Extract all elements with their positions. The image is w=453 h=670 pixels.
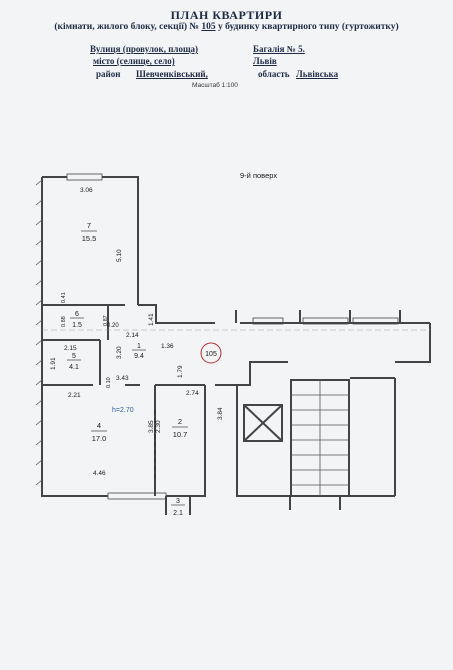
- room-2-number: 2: [178, 417, 182, 426]
- district-label: район: [96, 69, 121, 79]
- region-label: область: [258, 69, 290, 79]
- dimensions: 3.06 5.10 0.41 0.88 0.87 0.20 1.41 2.14 …: [50, 187, 224, 477]
- apartment-number-field: 105: [201, 22, 216, 32]
- room-7-number: 7: [87, 221, 91, 230]
- apartment-number-label: 105: [205, 351, 217, 358]
- dim-3-06: 3.06: [80, 187, 93, 194]
- room-3-area: 2.1: [173, 510, 183, 517]
- district-value: Шевченківський,: [136, 69, 208, 79]
- dim-1-91: 1.91: [50, 357, 57, 370]
- city-value: Львів: [253, 56, 277, 66]
- room-5-number: 5: [72, 353, 76, 360]
- dim-1-41: 1.41: [148, 313, 155, 326]
- room-1-number: 1: [137, 343, 141, 350]
- region-value: Львівська: [296, 69, 339, 79]
- windows: [66, 173, 399, 500]
- dim-2-74: 2.74: [186, 390, 199, 397]
- dim-3-84: 3.84: [217, 407, 224, 420]
- subtitle-prefix: (кімнати, жилого блоку, секції) №: [54, 22, 199, 32]
- room-6-area: 1.5: [72, 322, 82, 329]
- subtitle-suffix: у будинку квартирного типу (гуртожитку): [217, 22, 399, 32]
- wall-hatch: [35, 179, 43, 486]
- dim-3-85: 3.85: [148, 420, 155, 433]
- dim-4-46: 4.46: [93, 470, 106, 477]
- city-label: місто (селище, село): [93, 56, 175, 66]
- dim-1-79: 1.79: [177, 365, 184, 378]
- room-6-number: 6: [75, 311, 79, 318]
- room-5-area: 4.1: [69, 364, 79, 371]
- room-4-area: 17.0: [92, 434, 107, 443]
- street-value: Багалія № 5.: [253, 44, 305, 54]
- dim-0-87: 0.87: [103, 315, 109, 326]
- dim-0-41: 0.41: [61, 292, 67, 303]
- floor-label: 9-й поверх: [240, 171, 277, 180]
- room-2-area: 10.7: [173, 430, 188, 439]
- dim-5-10: 5.10: [116, 249, 123, 262]
- ceiling-height: h=2.70: [112, 407, 134, 414]
- dim-3-43: 3.43: [116, 375, 129, 382]
- dim-1-36: 1.36: [161, 343, 174, 350]
- dim-2-14: 2.14: [126, 332, 139, 339]
- dim-2-21: 2.21: [68, 392, 81, 399]
- plan-subtitle: (кімнати, жилого блоку, секції) № 105 у …: [0, 22, 453, 32]
- walls: [41, 176, 431, 515]
- stair-steps: [291, 380, 349, 496]
- plan-title: ПЛАН КВАРТИРИ: [170, 8, 283, 22]
- room-1-area: 9.4: [134, 353, 144, 360]
- dim-0-88: 0.88: [61, 316, 67, 327]
- scale-label: Масштаб 1:100: [192, 82, 238, 89]
- dim-0-20: 0.20: [107, 323, 119, 329]
- street-label: Вулиця (провулок, площа): [90, 44, 199, 54]
- dim-0-10: 0.10: [106, 377, 112, 388]
- room-4-number: 4: [97, 421, 101, 430]
- room-3-number: 3: [176, 498, 180, 505]
- apartment-circle: [200, 342, 222, 364]
- dim-2-30: 2.30: [155, 420, 162, 433]
- dim-2-15: 2.15: [64, 345, 77, 352]
- dim-3-20: 3.20: [116, 346, 123, 359]
- room-7-area: 15.5: [82, 234, 97, 243]
